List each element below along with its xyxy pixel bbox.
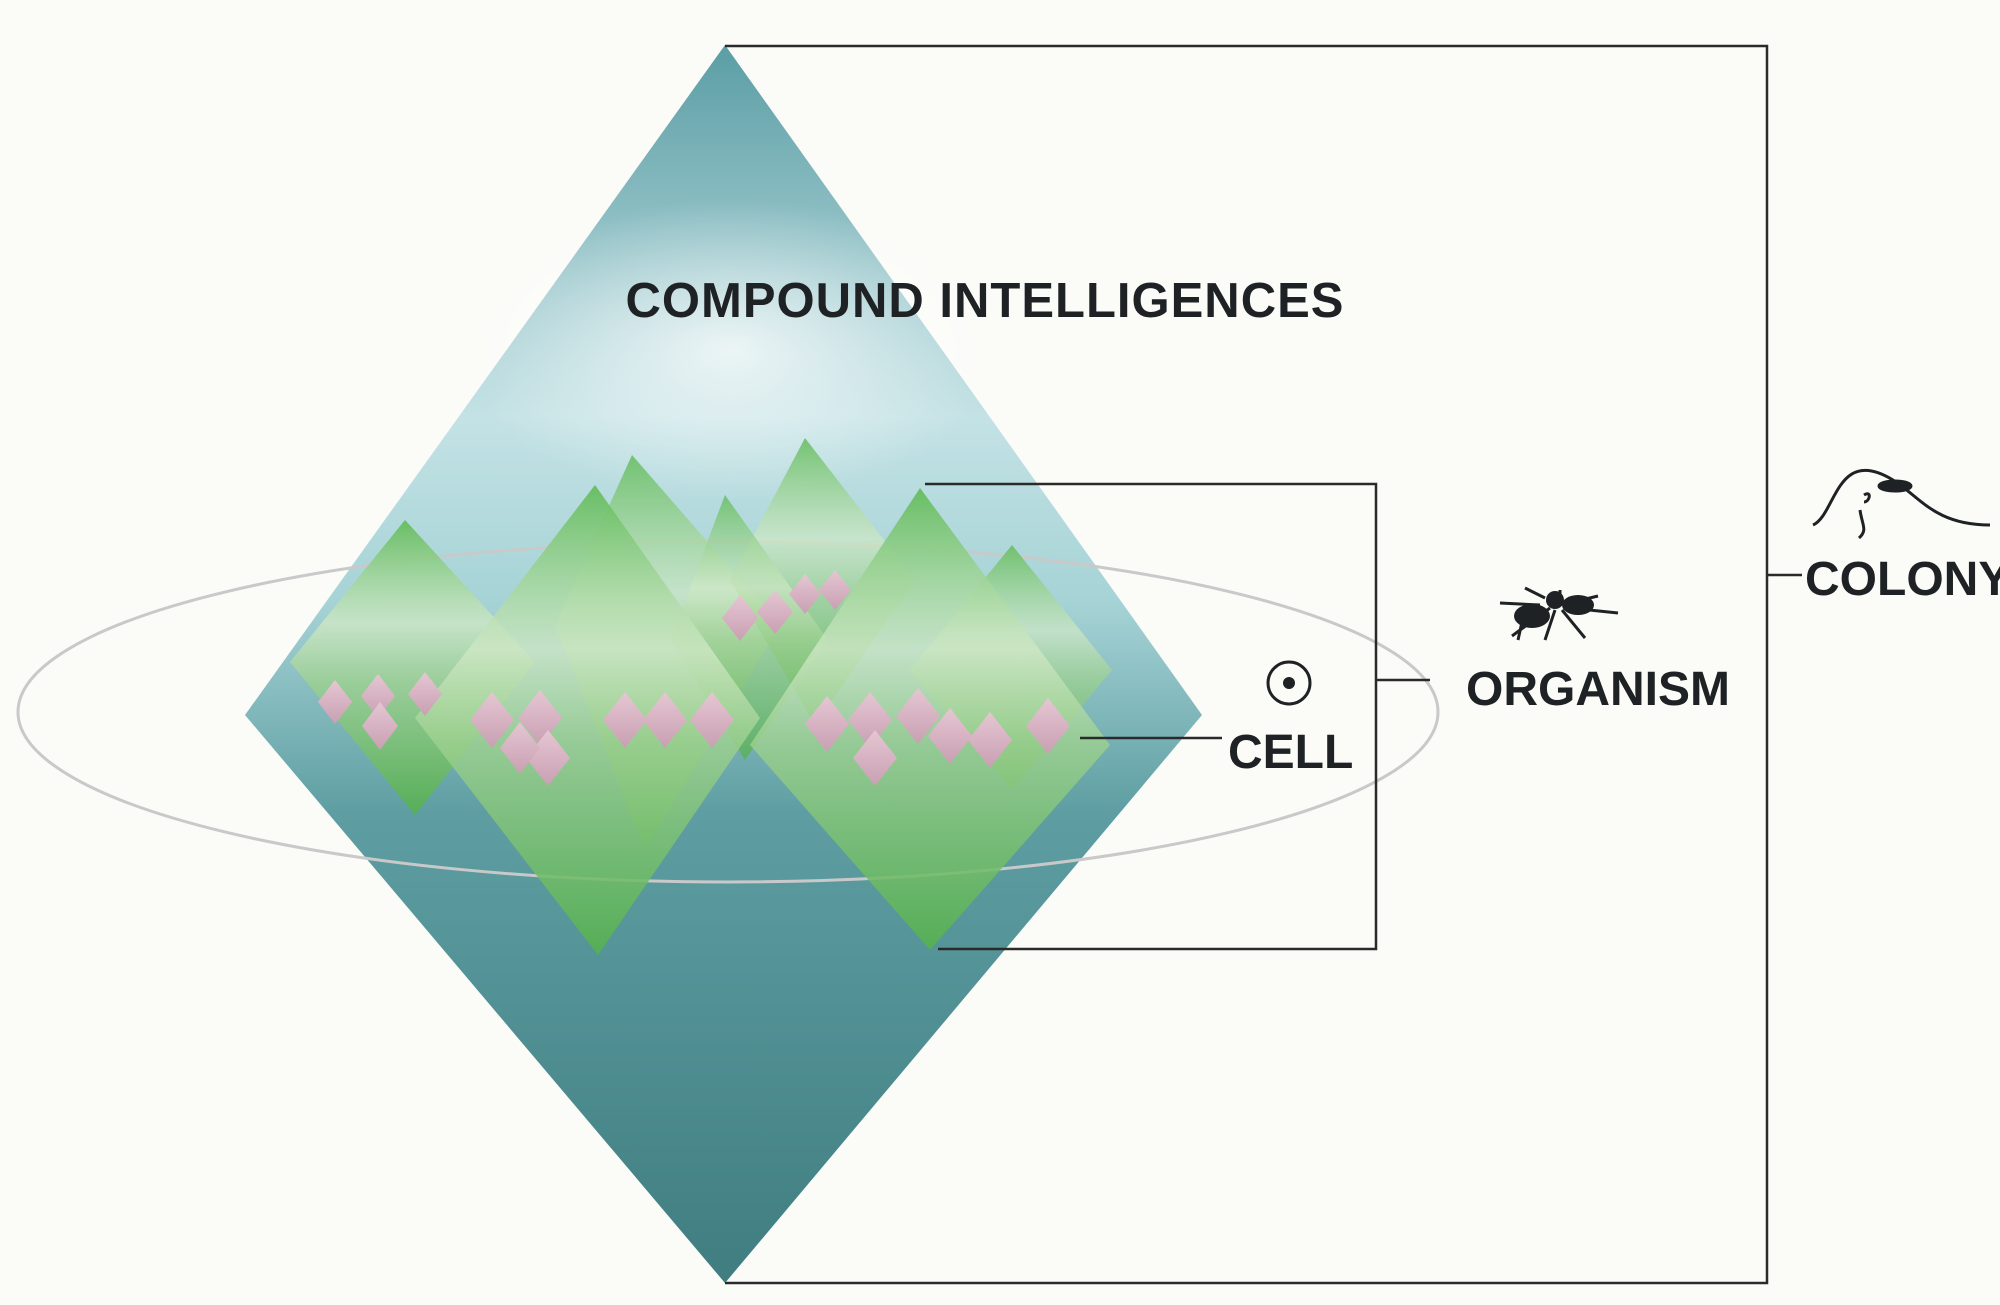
colony-label: COLONY — [1805, 553, 2000, 606]
colony-bracket — [725, 44, 1802, 1285]
target-circle-icon — [1266, 660, 1312, 706]
ant-icon — [1499, 586, 1619, 641]
organism-bracket — [925, 482, 1430, 951]
diagram-title: COMPOUND INTELLIGENCES — [626, 274, 1345, 328]
organism-label: ORGANISM — [1466, 663, 1730, 716]
cell-label: CELL — [1228, 726, 1353, 779]
mound-icon — [1812, 469, 1991, 540]
cell-diamonds — [318, 570, 1070, 786]
